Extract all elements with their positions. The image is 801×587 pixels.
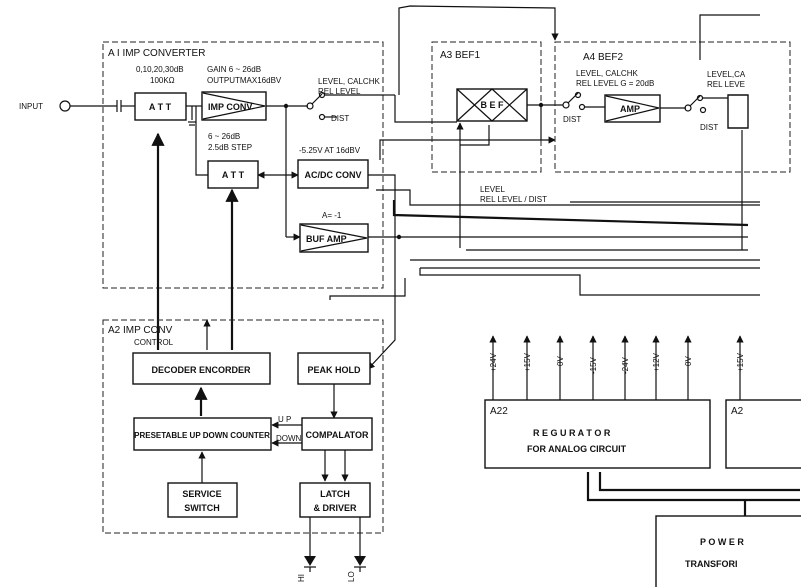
buf-spec: A= -1 [322, 211, 342, 220]
imp-conv-block [201, 91, 267, 121]
service-switch-block [167, 482, 238, 518]
a2-title-1: A2 IMP CONV [108, 325, 173, 336]
acdc-spec: -5.25V AT 16dBV [299, 146, 361, 155]
acdc-conv-block [297, 159, 369, 189]
peak-hold-label: PEAK HOLD [307, 365, 361, 375]
a2-module-boundary [102, 319, 384, 534]
a4-right-switch-bottom: DIST [700, 123, 718, 132]
led-hi-label: HI [297, 574, 306, 582]
gain-spec-1: GAIN 6 ~ 26dB [207, 65, 261, 74]
bef2-block-partial [727, 94, 749, 129]
a2x-block-partial [725, 399, 801, 469]
imp-conv-label: IMP CONV [208, 102, 252, 112]
a1-module-boundary [102, 41, 384, 289]
power-label-2: TRANSFORI [685, 559, 738, 569]
a1-switch-icon [306, 102, 314, 110]
a1-switch-top-1: LEVEL, CALCHK [318, 77, 380, 86]
down-label: DOWN [276, 434, 302, 443]
a1-switch-bottom: DIST [331, 114, 349, 123]
a3-level-line-1: LEVEL [480, 185, 505, 194]
amp-block [604, 94, 661, 123]
input-terminal-icon [59, 100, 71, 112]
up-label: U P [278, 415, 291, 424]
a22-rail-outputs [489, 335, 692, 400]
rail-5: -24V [621, 356, 630, 374]
input-label: INPUT [19, 102, 43, 111]
a2-title-2: CONTROL [134, 338, 174, 347]
decoder-encorder-block [132, 352, 271, 385]
rail-1: +24V [489, 352, 498, 372]
att-label: A T T [149, 102, 172, 112]
rail-6: +12V [652, 352, 661, 372]
up-down-counter-block [133, 417, 272, 451]
service-label-1: SERVICE [182, 489, 221, 499]
a22-regurator-block [484, 399, 711, 469]
service-label-2: SWITCH [184, 503, 220, 513]
a22-label-1: R E G U R A T O R [533, 428, 611, 438]
a22-title: A22 [490, 406, 508, 417]
a1-title: A I IMP CONVERTER [108, 48, 205, 59]
att2-spec-2: 2.5dB STEP [208, 143, 252, 152]
att2-spec-1: 6 ~ 26dB [208, 132, 240, 141]
att-spec-1: 0,10,20,30dB [136, 65, 184, 74]
bef-label: B E F [480, 100, 504, 110]
a2x-rail: +15V [736, 352, 745, 372]
gain-spec-2: OUTPUTMAX16dBV [207, 76, 282, 85]
power-transformer-block-partial [655, 515, 801, 587]
a4-switch-top-1: LEVEL, CALCHK [576, 69, 638, 78]
compalator-label: COMPALATOR [306, 430, 369, 440]
a1-switch-top-2: REL LEVEL [318, 87, 361, 96]
latch-driver-block [299, 482, 371, 518]
decoder-label: DECODER ENCORDER [151, 365, 251, 375]
att2-label: A T T [222, 170, 245, 180]
att-spec-2: 100KΩ [150, 76, 175, 85]
a3-title: A3 BEF1 [440, 50, 480, 61]
latch-label-1: LATCH [320, 489, 350, 499]
a4-switch-icon [562, 101, 570, 109]
buf-amp-label: BUF AMP [306, 234, 347, 244]
a3-level-line-2: REL LEVEL / DIST [480, 195, 547, 204]
power-label-1: P O W E R [700, 537, 744, 547]
lo-led-icon [354, 556, 366, 566]
a4-switch-bottom: DIST [563, 115, 581, 124]
rail-2: +15V [523, 352, 532, 372]
a4-switch-top-2: REL LEVEL G = 20dB [576, 79, 654, 88]
acdc-conv-label: AC/DC CONV [304, 170, 361, 180]
buf-amp-block [299, 223, 369, 253]
hi-led-icon [304, 556, 316, 566]
peak-hold-block [297, 352, 371, 385]
a22-label-2: FOR ANALOG CIRCUIT [527, 444, 627, 454]
a2x-title: A2 [731, 406, 744, 417]
a4-right-switch-top-2: REL LEVE [707, 80, 745, 89]
rail-4: -15V [589, 356, 598, 374]
amp-label: AMP [620, 104, 640, 114]
a4-title: A4 BEF2 [583, 52, 623, 63]
compalator-block [301, 417, 373, 451]
led-lo-label: LO [347, 571, 356, 582]
a4-right-switch-top-1: LEVEL,CA [707, 70, 746, 79]
a4-module-boundary [554, 41, 791, 173]
rail-7: 0V [684, 356, 693, 366]
a4-right-switch-icon [684, 104, 692, 112]
rail-3: 0V [556, 356, 565, 366]
counter-label: PRESETABLE UP DOWN COUNTER [134, 431, 270, 440]
latch-label-2: & DRIVER [313, 503, 357, 513]
